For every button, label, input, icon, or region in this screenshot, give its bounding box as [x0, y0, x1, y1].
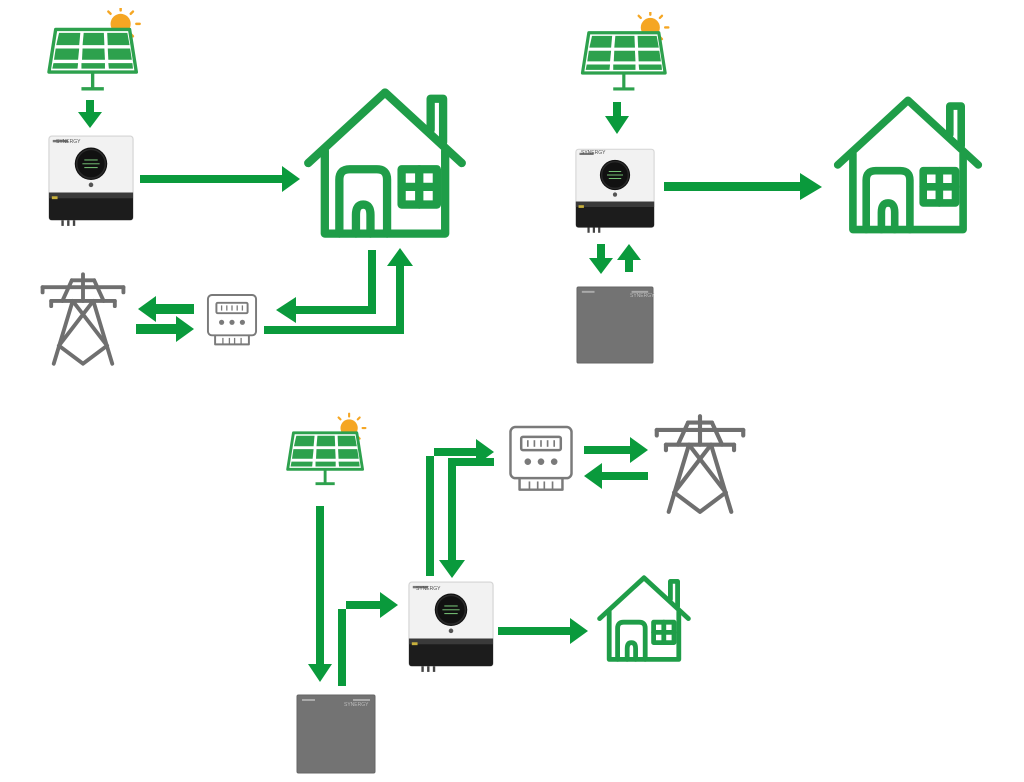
energy-meter-icon: [206, 294, 258, 346]
battery-brand-label: SYNERGY: [630, 293, 655, 299]
arrow-panel-to-inverter: [78, 100, 102, 128]
energy-meter-icon: [509, 425, 573, 491]
arrow-inverter-to-house: [664, 173, 822, 200]
arrow-battery-to-inverter: [617, 244, 641, 272]
inverter-brand-label: SYNERGY: [581, 150, 606, 156]
solar-panel-icon: [47, 8, 142, 91]
battery-brand-label: SYNERGY: [344, 702, 369, 708]
solar-panel-icon: [580, 12, 670, 91]
flow-arrows: [308, 437, 648, 686]
house-icon: [838, 100, 979, 229]
arrow-inverter-to-meter: [426, 439, 494, 576]
arrow-house-to-meter: [276, 250, 376, 323]
power-grid-tower-icon: [657, 416, 743, 512]
inverter-brand-label: SYNERGY: [416, 586, 441, 592]
arrow-grid-to-meter: [584, 463, 648, 489]
arrow-meter-to-grid: [584, 437, 648, 463]
diagram-grid-tied: [43, 8, 462, 364]
arrow-inverter-to-house: [498, 618, 588, 644]
arrow-battery-to-inverter: [338, 592, 398, 686]
diagram-off-grid: SYNERGY: [575, 12, 979, 364]
arrow-inverter-to-house: [140, 166, 300, 192]
arrow-inverter-to-battery: [589, 244, 613, 274]
flow-arrows: [589, 102, 822, 274]
flow-arrows: [78, 100, 413, 342]
arrow-meter-to-inverter: [439, 458, 494, 578]
inverter-brand-label: SYNERGY: [56, 139, 81, 145]
power-grid-tower-icon: [43, 274, 124, 363]
arrow-grid-to-meter: [136, 316, 194, 342]
arrow-panel-to-inverter: [605, 102, 629, 134]
solar-panel-icon: [285, 411, 368, 486]
inverter-icon: [575, 148, 655, 234]
arrow-meter-to-grid: [138, 296, 194, 322]
diagram-hybrid: SYNERGY: [285, 411, 744, 774]
inverter-icon: [48, 135, 134, 227]
arrow-panel-to-battery: [308, 506, 332, 682]
arrow-meter-to-house: [264, 248, 413, 334]
inverter-icon: [408, 581, 494, 673]
house-icon: [308, 92, 462, 233]
house-icon: [600, 578, 689, 660]
